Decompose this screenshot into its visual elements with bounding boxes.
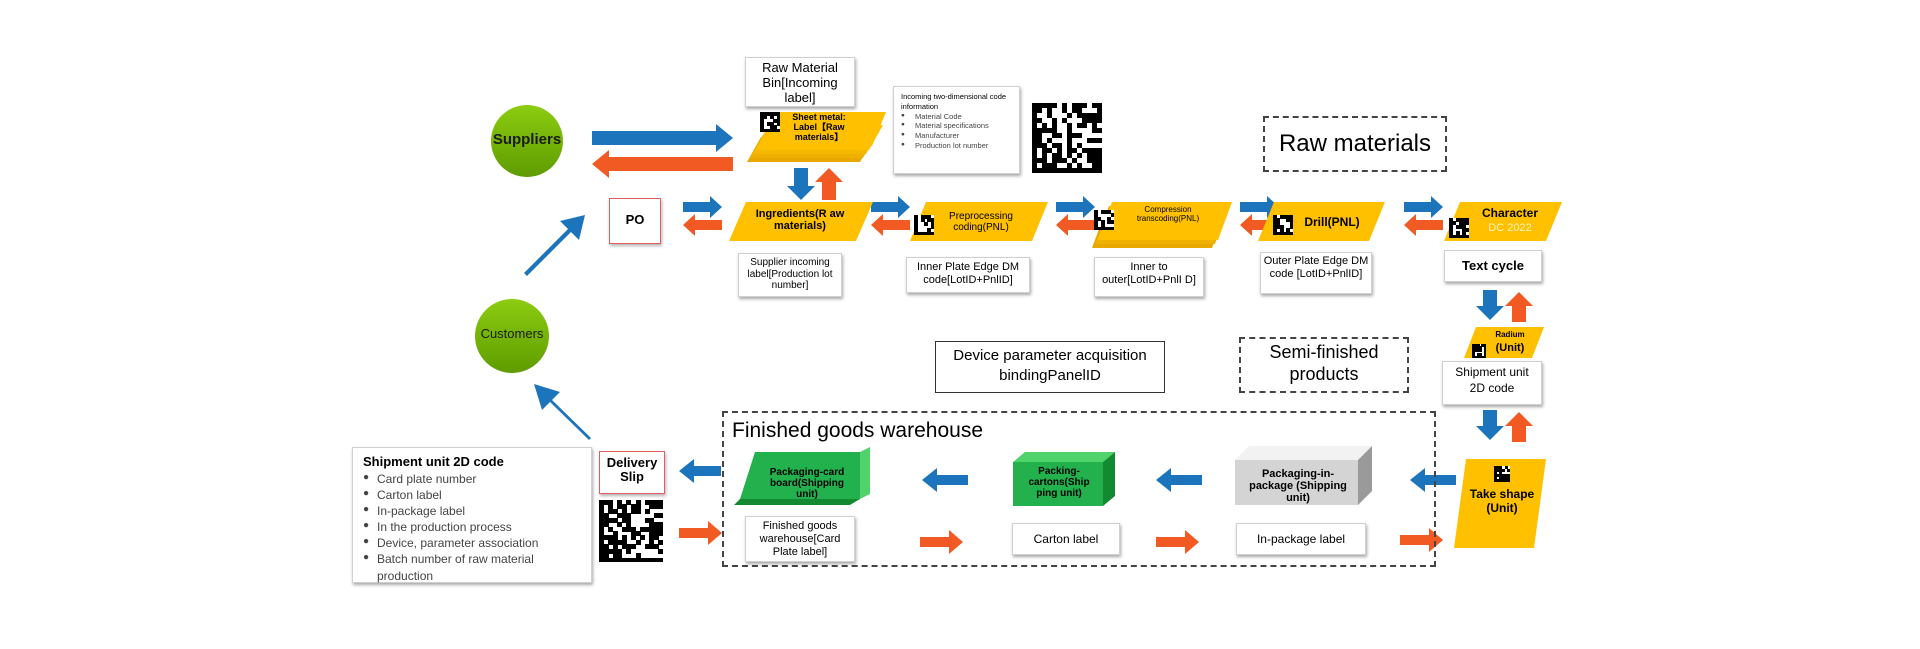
shipment-info-item: In-package label — [363, 503, 581, 519]
shipment-info-list: Card plate number Carton label In-packag… — [363, 471, 581, 584]
character-date-label: DC 2022 — [1488, 222, 1532, 234]
shipment-info-item: Device, parameter association — [363, 535, 581, 551]
arrow-customers-to-po — [524, 215, 585, 276]
device-parameter-text: Device parameter acquisition bindingPane… — [953, 347, 1147, 384]
text-cycle-text: Text cycle — [1462, 258, 1524, 273]
shipment-unit-2d-caption: Shipment unit 2D code — [1442, 361, 1542, 405]
raw-materials-section-label: Raw materials — [1263, 116, 1447, 172]
finished-goods-warehouse-container — [722, 411, 1436, 567]
in-package-label-caption: In-package label — [1236, 523, 1366, 555]
arrow-ingredients-to-bin — [815, 168, 843, 200]
inner-plate-text: Inner Plate Edge DM code[LotID+PnlID] — [916, 261, 1020, 287]
text-cycle-caption: Text cycle — [1444, 250, 1542, 282]
packaging-card-board-label: Packaging-card board(Shipping unit) — [769, 467, 845, 500]
suppliers-label: Suppliers — [492, 131, 562, 148]
ingredients-node-shape[interactable] — [729, 202, 873, 241]
radium-label: Radium — [1495, 330, 1525, 339]
suppliers-node-circle[interactable] — [491, 105, 563, 177]
finished-goods-label-text: Finished goods warehouse[Card Plate labe… — [759, 520, 841, 559]
bottom-blue-arrows — [679, 459, 1456, 492]
take-shape-label: Take shape (Unit) — [1469, 487, 1535, 516]
raw-material-bin-label: Raw Material Bin[Incoming label] — [745, 57, 855, 107]
datamatrix-character — [1449, 218, 1469, 238]
packing-cartons-label: Packing-cartons(Ship ping unit) — [1028, 466, 1090, 499]
packing-cartons-box[interactable] — [1013, 452, 1115, 506]
customers-label: Customers — [480, 326, 544, 341]
datamatrix-incoming-large — [1032, 103, 1102, 173]
incoming-2d-item: Production lot number — [901, 141, 1012, 151]
outer-plate-caption: Outer Plate Edge DM code [LotID+PnlID] — [1260, 252, 1372, 294]
shipment-info-item: Carton label — [363, 487, 581, 503]
datamatrix-delivery — [599, 500, 663, 562]
datamatrix-drill — [1273, 215, 1293, 235]
drill-label: Drill(PNL) — [1304, 215, 1360, 229]
delivery-slip-label: Delivery Slip — [606, 455, 658, 485]
po-label: PO — [625, 212, 645, 227]
arrow-supplier-to-bin — [592, 124, 733, 152]
bottom-orange-arrows — [679, 521, 1443, 554]
shipment-info-box: Shipment unit 2D code Card plate number … — [352, 447, 592, 583]
raw-materials-text: Raw materials — [1278, 130, 1432, 157]
outer-plate-text: Outer Plate Edge DM code [LotID+PnlID] — [1263, 255, 1369, 280]
carton-label-text: Carton label — [1033, 532, 1099, 546]
incoming-2d-info-box: Incoming two-dimensional code informatio… — [893, 86, 1020, 174]
inner-to-outer-caption: Inner to outer[LotID+PnlI D] — [1094, 257, 1204, 297]
preprocessing-node-shape[interactable] — [910, 202, 1048, 241]
right-column-arrow-pairs — [1476, 290, 1533, 442]
finished-goods-label-caption: Finished goods warehouse[Card Plate labe… — [745, 516, 855, 562]
compression-node-shape[interactable] — [1092, 202, 1232, 248]
shipment-unit-2d-text: Shipment unit 2D code — [1455, 365, 1529, 395]
character-label: Character — [1481, 206, 1539, 220]
arrow-bin-to-supplier — [592, 150, 733, 178]
take-shape-node-shape[interactable] — [1454, 459, 1546, 548]
customers-node-circle[interactable] — [475, 299, 549, 373]
sheet-metal-label: Sheet metal: Label【Raw materials】 — [792, 112, 846, 142]
shipment-info-item: In the production process — [363, 519, 581, 535]
arrow-delivery-to-customers — [534, 384, 591, 440]
supplier-incoming-text: Supplier incoming label[Production lot n… — [747, 257, 833, 291]
row1-arrow-pairs — [683, 196, 1443, 236]
device-parameter-box: Device parameter acquisition bindingPane… — [935, 341, 1165, 393]
datamatrix-sheet-metal — [760, 112, 780, 132]
packaging-card-board-shape[interactable] — [734, 447, 870, 505]
packaging-in-package-box[interactable] — [1235, 446, 1372, 505]
shipment-info-item: Batch number of raw material production — [363, 551, 581, 583]
compression-label: Compression transcoding(PNL) — [1136, 205, 1200, 223]
sheet-metal-stack — [747, 112, 886, 162]
carton-label-caption: Carton label — [1012, 523, 1120, 555]
incoming-2d-item: Material Code — [901, 112, 1012, 122]
datamatrix-compression — [1094, 210, 1114, 230]
character-node-shape[interactable] — [1444, 202, 1562, 241]
datamatrix-preprocessing — [914, 215, 934, 235]
datamatrix-radium — [1472, 344, 1486, 358]
incoming-2d-list: Material Code Material specifications Ma… — [901, 112, 1012, 151]
ingredients-label: Ingredients(R aw materials) — [755, 208, 845, 233]
datamatrix-take-shape — [1494, 466, 1510, 482]
finished-goods-warehouse-title: Finished goods warehouse — [732, 419, 983, 442]
packaging-in-package-label: Packaging-in-package (Shipping unit) — [1249, 468, 1347, 505]
in-package-label-text: In-package label — [1256, 532, 1346, 546]
inner-to-outer-text: Inner to outer[LotID+PnlI D] — [1102, 261, 1196, 286]
semi-finished-section-label: Semi-finished products — [1239, 337, 1409, 393]
incoming-2d-title: Incoming two-dimensional code informatio… — [901, 92, 1007, 111]
incoming-2d-item: Material specifications — [901, 121, 1012, 131]
shipment-info-item: Card plate number — [363, 471, 581, 487]
incoming-2d-item: Manufacturer — [901, 131, 1012, 141]
delivery-slip-node[interactable]: Delivery Slip — [599, 451, 665, 494]
preprocessing-label: Preprocessing coding(PNL) — [949, 211, 1013, 233]
arrow-bin-to-ingredients — [787, 168, 815, 200]
supplier-incoming-caption: Supplier incoming label[Production lot n… — [738, 253, 842, 297]
semi-finished-text: Semi-finished products — [1269, 342, 1379, 384]
inner-plate-caption: Inner Plate Edge DM code[LotID+PnlID] — [906, 257, 1030, 293]
shipment-info-title: Shipment unit 2D code — [363, 454, 504, 469]
raw-material-bin-text: Raw Material Bin[Incoming label] — [762, 60, 838, 105]
po-node[interactable]: PO — [609, 198, 661, 244]
radium-unit-label: (Unit) — [1495, 342, 1525, 354]
